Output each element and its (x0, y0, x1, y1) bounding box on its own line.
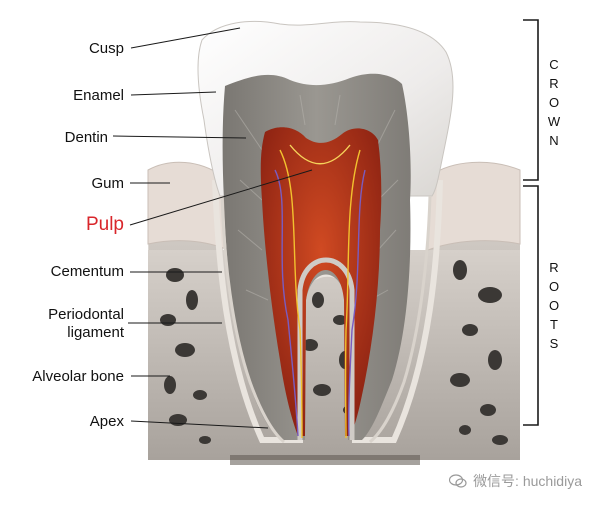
crown-letter: N (549, 133, 559, 148)
apical-tissue (230, 455, 420, 465)
periodontal-label-line1: Periodontal (48, 306, 124, 323)
periodontal-label-line2: ligament (67, 324, 124, 341)
enamel-label: Enamel (73, 87, 124, 104)
crown-letter: C (549, 57, 559, 72)
roots-letter: S (549, 336, 559, 351)
crown-letter: R (549, 76, 559, 91)
pulp-label: Pulp (85, 214, 124, 235)
alveolar-bone-label: Alveolar bone (32, 368, 124, 385)
crown-section-label: C R O W N (546, 55, 562, 150)
crown-letter: O (548, 95, 560, 110)
crown-letter: W (547, 114, 561, 129)
watermark: 微信号: huchidiya (448, 471, 582, 491)
root-wall (297, 257, 355, 440)
roots-letter: T (550, 317, 558, 332)
section-brackets (523, 19, 539, 426)
dentin-label: Dentin (64, 129, 108, 146)
cementum-label: Cementum (50, 263, 124, 280)
roots-letter: O (548, 279, 560, 294)
gum-label: Gum (91, 175, 124, 192)
cusp-label: Cusp (88, 40, 124, 57)
bone-pores (160, 260, 508, 445)
cementum (220, 195, 432, 444)
pulp-nerves (274, 144, 366, 439)
apex-label: Apex (89, 413, 124, 430)
roots-section-label: R O O T S (546, 258, 562, 353)
leader-lines (112, 27, 313, 429)
wechat-icon (448, 474, 467, 488)
watermark-text: 微信号: huchidiya (473, 473, 582, 489)
roots-letter: O (548, 298, 560, 313)
roots-letter: R (549, 260, 559, 275)
